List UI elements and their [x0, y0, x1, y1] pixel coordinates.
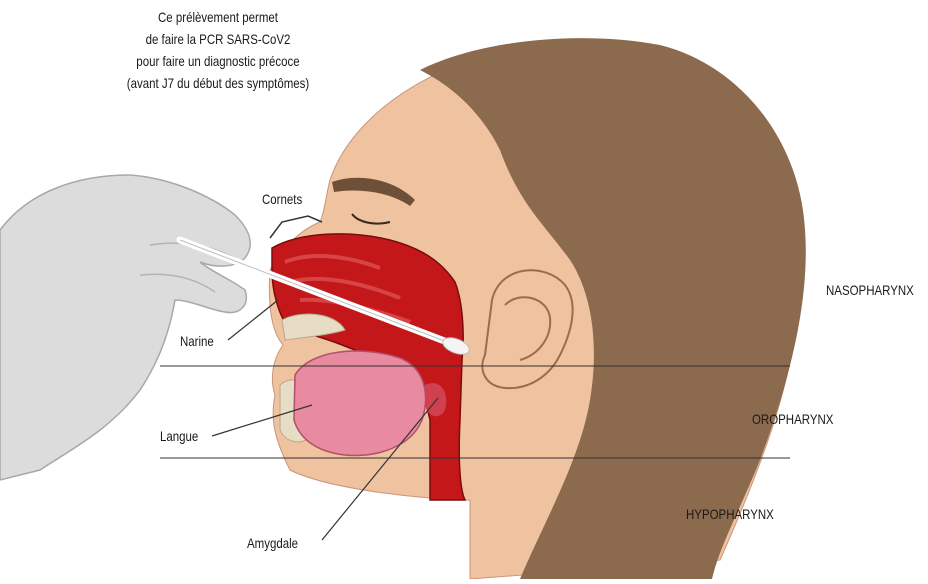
caption-line: (avant J7 du début des symptômes) [103, 72, 333, 94]
zone-oropharynx: OROPHARYNX [752, 411, 833, 427]
caption-text: Ce prélèvement permet de faire la PCR SA… [103, 6, 333, 94]
caption-line: pour faire un diagnostic précoce [103, 50, 333, 72]
gloved-hand [0, 175, 250, 480]
caption-line: de faire la PCR SARS-CoV2 [103, 28, 333, 50]
label-amygdale: Amygdale [247, 535, 298, 551]
label-cornets: Cornets [262, 191, 302, 207]
caption-line: Ce prélèvement permet [103, 6, 333, 28]
label-langue: Langue [160, 428, 198, 444]
label-narine: Narine [180, 333, 214, 349]
tongue [294, 351, 426, 455]
zone-hypopharynx: HYPOPHARYNX [686, 506, 774, 522]
zone-nasopharynx: NASOPHARYNX [826, 282, 914, 298]
